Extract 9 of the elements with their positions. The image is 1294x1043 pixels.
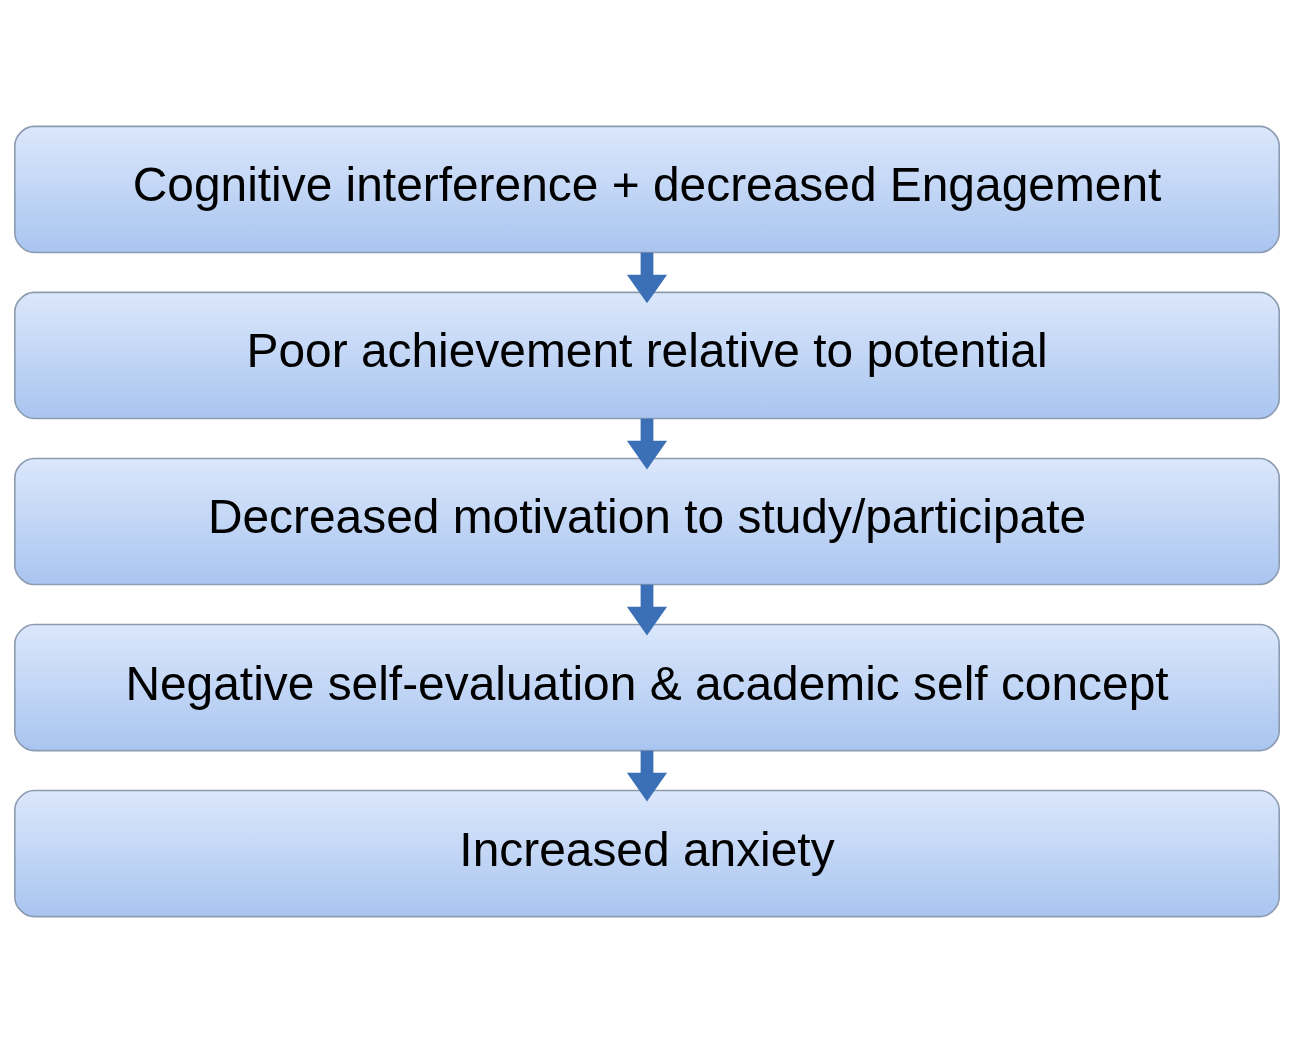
- arrow: [626, 252, 668, 304]
- node-box: Cognitive interference + decreased Engagement: [14, 125, 1280, 254]
- arrow: [626, 750, 668, 802]
- node-box: Negative self-evaluation & academic self concept: [14, 623, 1280, 752]
- arrow: [626, 584, 668, 636]
- node-box: Increased anxiety: [14, 789, 1280, 918]
- node-box: Poor achievement relative to potential: [14, 291, 1280, 420]
- arrow: [626, 418, 668, 470]
- node-box: Decreased motivation to study/participate: [14, 457, 1280, 586]
